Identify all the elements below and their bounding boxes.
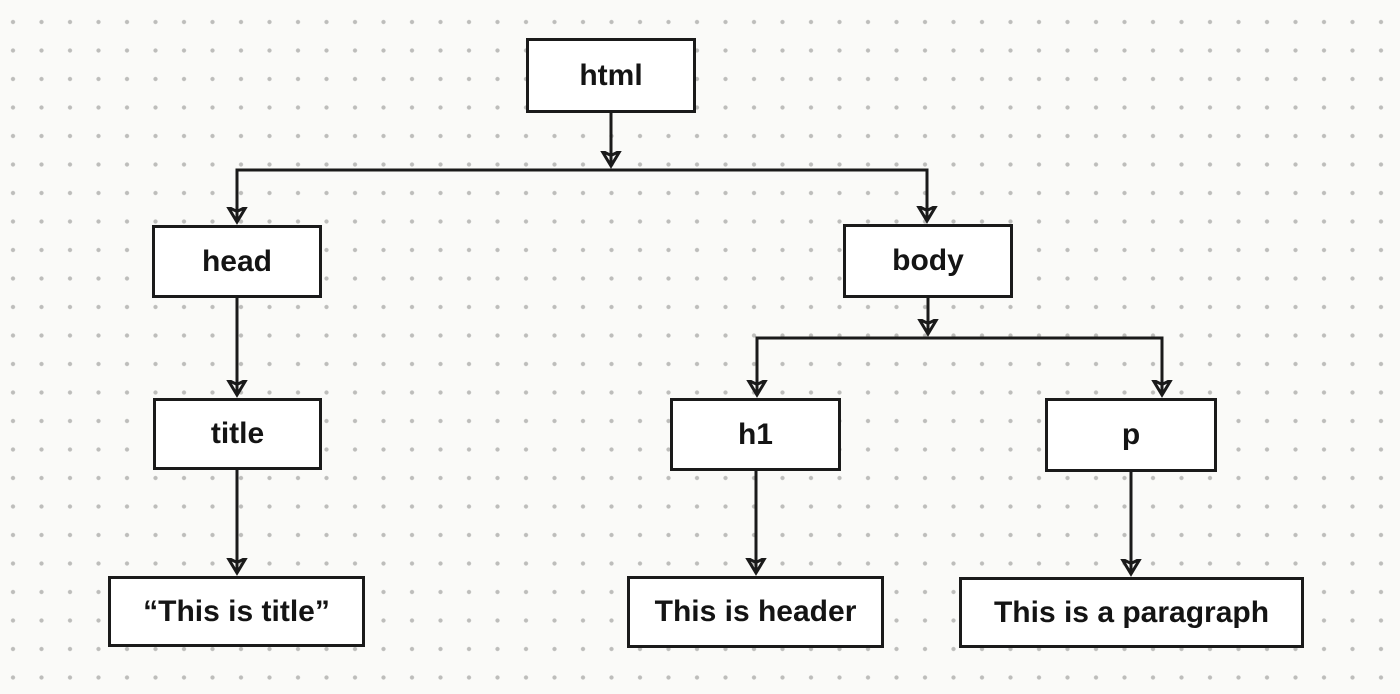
node-paragraph-text-label: This is a paragraph [993,595,1270,629]
node-head-label: head [201,244,273,278]
node-html-label: html [579,58,643,92]
node-title-text-label: “This is title” [143,594,330,628]
node-header-text: This is header [627,576,884,648]
node-body: body [843,224,1013,298]
node-html: html [526,38,696,113]
node-head: head [152,225,322,298]
node-paragraph-text: This is a paragraph [959,577,1304,648]
node-p: p [1045,398,1217,472]
node-header-text-label: This is header [654,595,857,628]
node-h1-label: h1 [737,417,773,451]
node-title-text: “This is title” [108,576,365,647]
node-p-label: p [1121,418,1141,451]
node-body-label: body [892,244,964,277]
node-title-label: title [210,417,265,450]
node-h1: h1 [670,398,841,471]
node-title: title [153,398,322,470]
